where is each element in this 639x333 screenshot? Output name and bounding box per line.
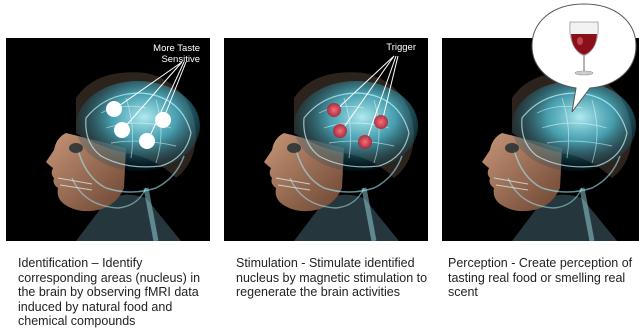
more-taste-sensitive-label: More Taste Sensitive	[153, 43, 200, 65]
speech-bubble-icon	[530, 0, 639, 118]
stimulation-caption: Stimulation - Stimulate identified nucle…	[236, 256, 436, 300]
stimulation-node	[327, 103, 341, 117]
trigger-label: Trigger	[386, 42, 416, 53]
taste-area-marker	[139, 133, 155, 149]
identification-image: More Taste Sensitive	[6, 38, 210, 241]
taste-area-marker	[114, 122, 130, 138]
head-brain-xray-image	[6, 38, 210, 241]
taste-area-marker	[106, 101, 122, 117]
head-brain-xray-image	[224, 38, 428, 241]
stimulation-image: Trigger	[224, 38, 428, 241]
taste-area-marker	[155, 112, 171, 128]
stimulation-node	[358, 135, 372, 149]
perception-caption: Perception - Create perception of tastin…	[448, 256, 636, 300]
stimulation-node	[374, 115, 388, 129]
identification-caption: Identification – Identify corresponding …	[18, 256, 218, 329]
stimulation-node	[333, 124, 347, 138]
